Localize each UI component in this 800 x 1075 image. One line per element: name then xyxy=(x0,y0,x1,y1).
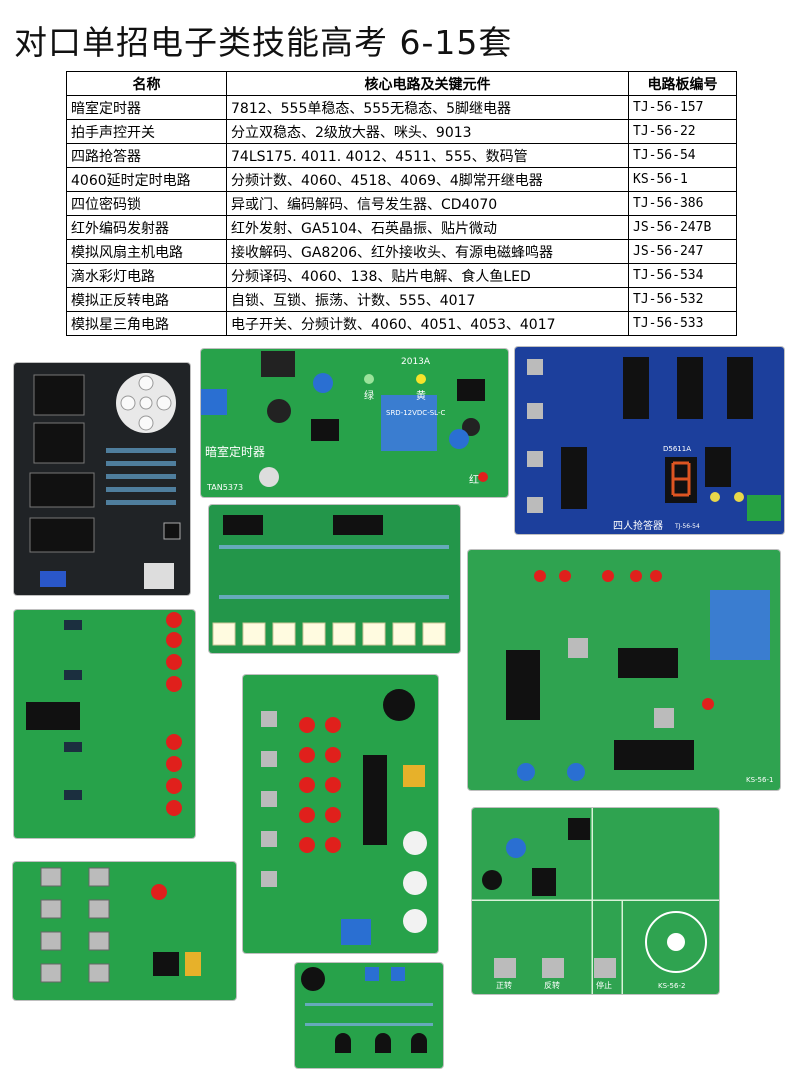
display-label: D5611A xyxy=(663,445,691,453)
board-label: 暗室定时器 xyxy=(205,445,266,459)
cell-code: JS-56-247B xyxy=(628,215,737,240)
col-header-name: 名称 xyxy=(66,71,227,96)
board-led-array-art xyxy=(209,505,460,653)
board-photo-quiz-responder: 四人抢答器 TJ-56-54 D5611A xyxy=(515,347,784,534)
cell-code: TJ-56-534 xyxy=(628,263,737,288)
cell-circuit: 红外发射、GA5104、石英晶振、贴片微动 xyxy=(226,215,629,240)
cell-circuit: 异或门、编码解码、信号发生器、CD4070 xyxy=(226,191,629,216)
cell-code: KS-56-1 xyxy=(628,167,737,192)
led-green-label: 绿 xyxy=(364,391,374,402)
cell-name: 模拟星三角电路 xyxy=(66,311,227,336)
board-code: TJ-56-54 xyxy=(675,523,700,530)
cell-name: 模拟正反转电路 xyxy=(66,287,227,312)
cell-name: 暗室定时器 xyxy=(66,95,227,120)
board-clap-switch-art xyxy=(295,963,443,1068)
board-photo-red-led-board xyxy=(14,610,195,838)
cell-code: TJ-56-386 xyxy=(628,191,737,216)
board-photo-clap-switch xyxy=(295,963,443,1068)
col-header-code: 电路板编号 xyxy=(628,71,737,96)
board-drip-lights-art xyxy=(243,675,438,953)
board-photo-drip-lights xyxy=(243,675,438,953)
board-photo-led-array xyxy=(209,505,460,653)
cell-circuit: 自锁、互锁、振荡、计数、555、4017 xyxy=(226,287,629,312)
cell-code: JS-56-247 xyxy=(628,239,737,264)
cell-name: 拍手声控开关 xyxy=(66,119,227,144)
cell-name: 红外编码发射器 xyxy=(66,215,227,240)
led-yellow-label: 黄 xyxy=(416,391,426,402)
board-quiz-responder-art xyxy=(515,347,784,534)
board-photo-4060-timer: KS-56-1 xyxy=(468,550,780,790)
board-4060-timer-art xyxy=(468,550,780,790)
cell-code: TJ-56-532 xyxy=(628,287,737,312)
cell-circuit: 分立双稳态、2级放大器、咪头、9013 xyxy=(226,119,629,144)
board-keypad-art xyxy=(13,862,236,1000)
reverse-label: 反转 xyxy=(544,981,560,990)
col-header-circuit: 核心电路及关键元件 xyxy=(226,71,629,96)
forward-label: 正转 xyxy=(496,981,512,990)
board-year: 2013A xyxy=(401,357,431,367)
cell-name: 四位密码锁 xyxy=(66,191,227,216)
cell-circuit: 分频译码、4060、138、贴片电解、食人鱼LED xyxy=(226,263,629,288)
cell-circuit: 74LS175. 4011. 4012、4511、555、数码管 xyxy=(226,143,629,168)
cell-circuit: 7812、555单稳态、555无稳态、5脚继电器 xyxy=(226,95,629,120)
board-code: KS-56-1 xyxy=(746,776,774,784)
cell-name: 四路抢答器 xyxy=(66,143,227,168)
relay-label: SRD-12VDC-SL-C xyxy=(386,409,446,417)
cell-name: 滴水彩灯电路 xyxy=(66,263,227,288)
board-dark-pcb-art xyxy=(14,363,190,595)
board-label: 四人抢答器 xyxy=(613,521,663,532)
cell-code: TJ-56-157 xyxy=(628,95,737,120)
cell-code: TJ-56-533 xyxy=(628,311,737,336)
cell-name: 4060延时定时电路 xyxy=(66,167,227,192)
cell-name: 模拟风扇主机电路 xyxy=(66,239,227,264)
board-photo-darkroom-timer: 暗室定时器 TAN5373 2013A 绿 黄 红 SRD-12VDC-SL-C xyxy=(201,349,508,497)
board-code: TAN5373 xyxy=(207,483,244,492)
cell-circuit: 分频计数、4060、4518、4069、4脚常开继电器 xyxy=(226,167,629,192)
led-red-label: 红 xyxy=(469,475,479,486)
board-motor-control-art xyxy=(472,808,719,994)
cell-circuit: 电子开关、分频计数、4060、4051、4053、4017 xyxy=(226,311,629,336)
board-photo-keypad xyxy=(13,862,236,1000)
board-red-led-board-art xyxy=(14,610,195,838)
stop-label: 停止 xyxy=(596,981,612,990)
board-photo-motor-control: 正转 反转 停止 KS-56-2 xyxy=(472,808,719,994)
cell-circuit: 接收解码、GA8206、红外接收头、有源电磁蜂鸣器 xyxy=(226,239,629,264)
cell-code: TJ-56-22 xyxy=(628,119,737,144)
board-photo-dark-pcb xyxy=(14,363,190,595)
board-code: KS-56-2 xyxy=(658,982,686,990)
cell-code: TJ-56-54 xyxy=(628,143,737,168)
table-header-row: 名称 核心电路及关键元件 电路板编号 xyxy=(66,71,737,96)
page-title: 对口单招电子类技能高考 6-15套 xyxy=(14,23,513,62)
board-darkroom-timer-art xyxy=(201,349,508,497)
